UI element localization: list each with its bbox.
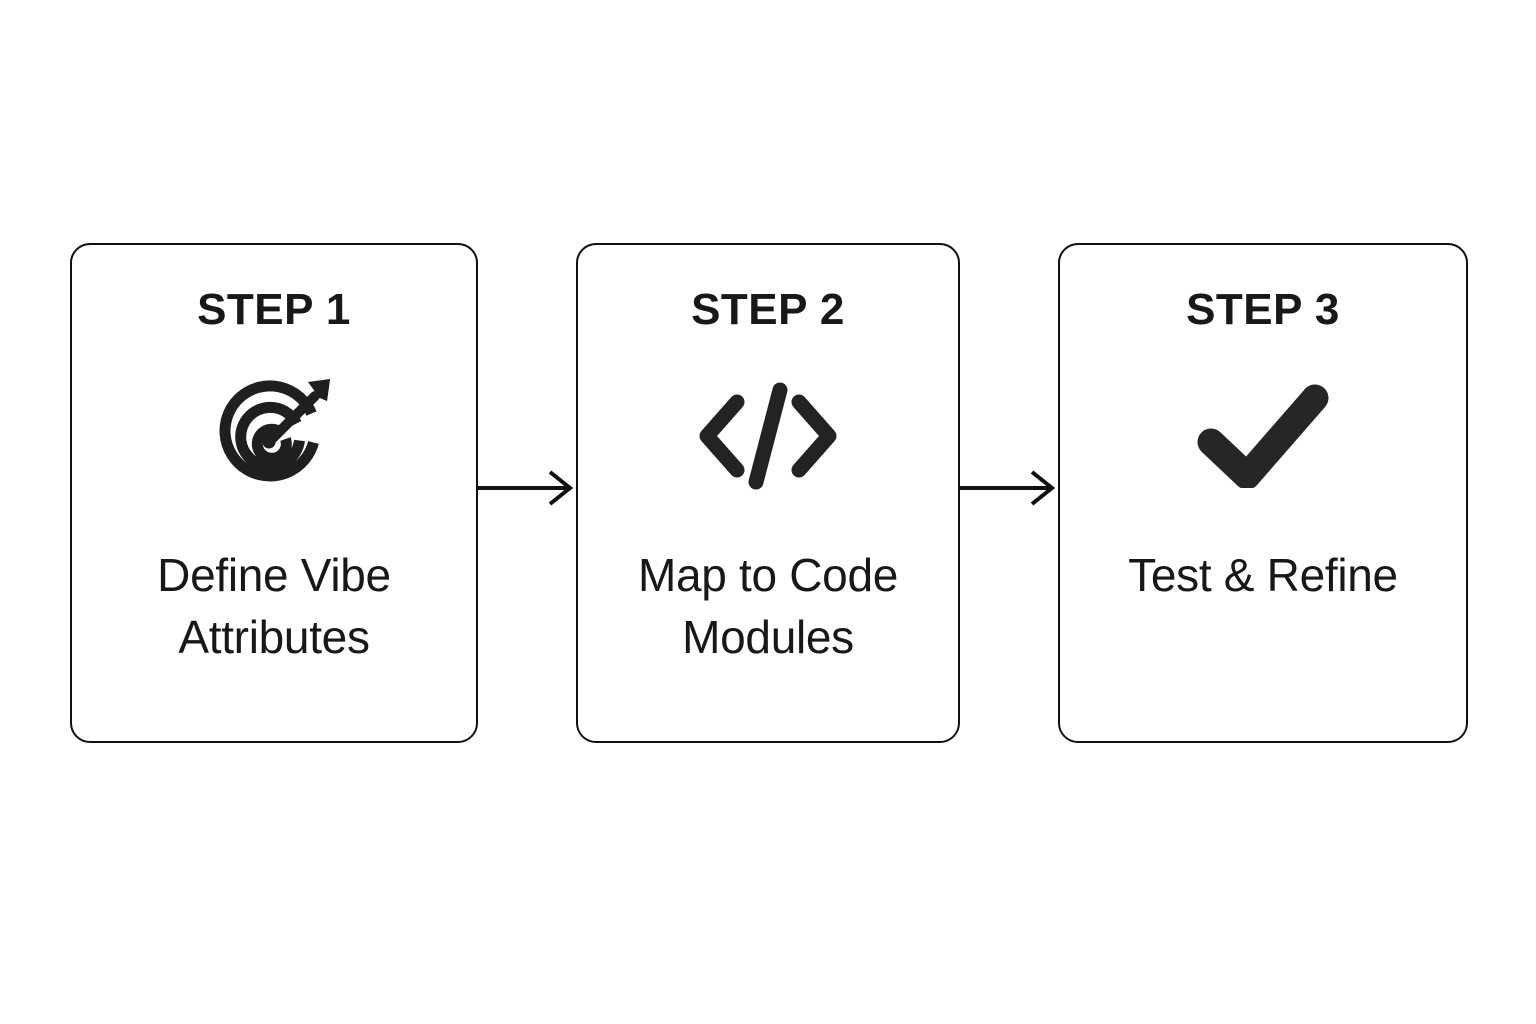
step-3-label: Test & Refine — [1128, 549, 1398, 601]
step-card-2[interactable]: STEP 2 Map to Code Modules — [576, 243, 960, 743]
target-arrow-icon — [212, 376, 336, 496]
step-3-heading: STEP 3 — [1186, 285, 1340, 334]
code-brackets-icon — [693, 376, 843, 496]
arrow-right-icon-1 — [476, 467, 578, 509]
step-2-label: Map to Code Modules — [637, 549, 899, 663]
step-1-heading: STEP 1 — [197, 285, 351, 334]
step-1-label: Define Vibe Attributes — [157, 549, 391, 663]
step-card-3[interactable]: STEP 3 Test & Refine — [1058, 243, 1468, 743]
checkmark-icon — [1193, 376, 1333, 496]
arrow-right-icon-2 — [958, 467, 1060, 509]
step-card-1[interactable]: STEP 1 Define Vibe Attribut — [70, 243, 478, 743]
step-2-heading: STEP 2 — [691, 285, 845, 334]
